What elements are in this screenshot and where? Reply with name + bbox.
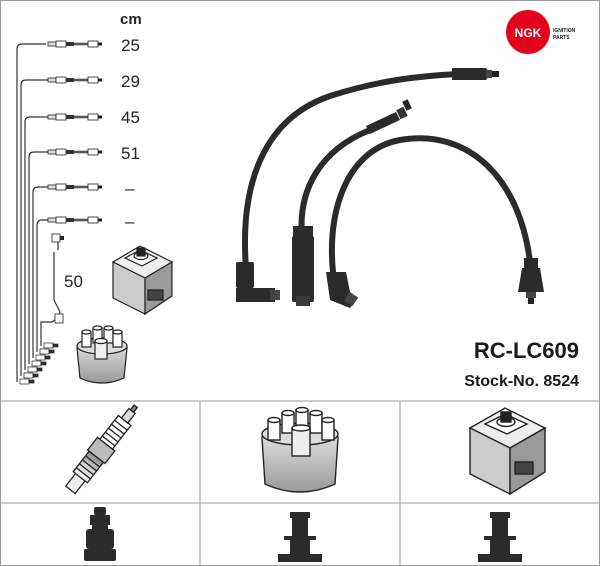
lead-3-boot-coil bbox=[518, 258, 544, 304]
lead-2-cable bbox=[298, 127, 373, 239]
connector-boot-straight-1 bbox=[278, 512, 322, 562]
ignition-coil-icon-small bbox=[111, 245, 174, 316]
connector-boot-straight-2 bbox=[478, 512, 522, 562]
ngk-brand-text: NGK bbox=[515, 26, 542, 40]
lead-1-length: 25 bbox=[121, 36, 140, 55]
lead-1-cable bbox=[242, 71, 461, 271]
ignition-leads-drawing bbox=[236, 68, 544, 308]
lead-6-length: – bbox=[125, 212, 135, 231]
lead-4-length: 51 bbox=[121, 144, 140, 163]
lead-2-length: 29 bbox=[121, 72, 140, 91]
lead-2-boot-top bbox=[366, 99, 412, 134]
lead-5-length: – bbox=[125, 179, 135, 198]
lead-3-length: 45 bbox=[121, 108, 140, 127]
connector-spark-plug-terminal bbox=[84, 507, 116, 561]
ngk-tagline-2: PARTS bbox=[553, 35, 570, 41]
lead-ends-stack bbox=[19, 342, 59, 385]
stock-number: Stock-No. 8524 bbox=[464, 373, 579, 390]
lead-2-boot-plug bbox=[292, 226, 314, 306]
spark-plug-icon bbox=[64, 404, 139, 495]
ngk-logo-mark bbox=[506, 10, 550, 54]
coil-lead-plug-bottom bbox=[54, 313, 64, 324]
coil-lead-length: 50 bbox=[64, 272, 83, 291]
lead-1-boot-right bbox=[452, 68, 499, 80]
lead-3-boot-plug bbox=[326, 272, 358, 308]
lead-3-cable bbox=[328, 135, 533, 295]
ngk-logo: NGK IGNITION PARTS bbox=[506, 10, 576, 54]
product-code: RC-LC609 bbox=[474, 338, 579, 363]
unit-label: cm bbox=[120, 11, 142, 28]
distributor-cap-icon-small bbox=[76, 325, 128, 384]
coil-lead-plug-top bbox=[51, 233, 64, 243]
ignition-coil-icon bbox=[468, 407, 547, 496]
distributor-cap-icon bbox=[261, 406, 339, 493]
length-legend: cm bbox=[16, 11, 142, 385]
ngk-tagline-1: IGNITION bbox=[553, 28, 576, 34]
lead-1-boot-plug bbox=[236, 262, 280, 302]
